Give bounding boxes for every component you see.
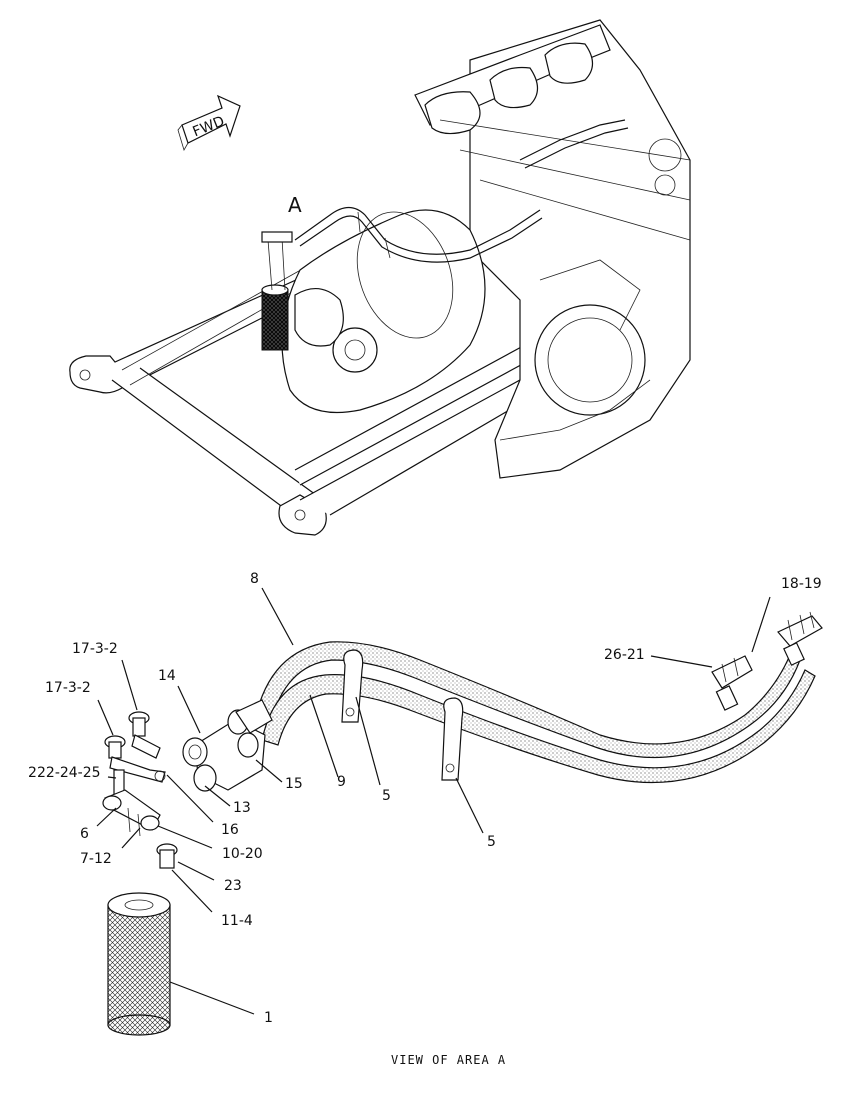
callout-17-3-2-lower: 17-3-2 [45,680,91,696]
callout-5-left: 5 [382,788,391,804]
callout-9: 9 [337,774,346,790]
filter-element-1 [107,892,171,1036]
callout-23: 23 [224,878,242,894]
transmission-housing [281,209,486,414]
callout-10-20: 10-20 [222,846,263,862]
fwd-arrow-icon: FWD [177,94,241,152]
elbow-fitting-17-3-2a [128,711,161,759]
fwd-label: FWD [191,113,227,140]
manifold-fitting-6-7-12 [102,789,161,837]
engine-assembly-illustration: FWD A [69,19,691,536]
engine-block [414,19,691,479]
leader-lines [96,587,771,1015]
callout-8: 8 [250,571,259,587]
callout-1: 1 [264,1010,273,1026]
callout-17-3-2-upper: 17-3-2 [72,641,118,657]
callout-5-right: 5 [487,834,496,850]
callout-16: 16 [221,822,239,838]
callout-14: 14 [158,668,176,684]
view-caption: VIEW OF AREA A [391,1053,506,1067]
engine-hoses [294,119,629,263]
callout-15: 15 [285,776,303,792]
callout-22-24-25: 22-24-25 [37,765,101,781]
hose-end-fitting-26-21 [711,655,753,711]
callout-2-truncated: 2 [28,765,37,781]
callout-13: 13 [233,800,251,816]
elbow-fitting-17-3-2b [104,735,166,783]
callout-7-12: 7-12 [80,851,112,867]
adapter-block-14-15 [182,699,273,792]
callout-11-4: 11-4 [221,913,253,929]
callout-labels: 8 18-19 17-3-2 14 26-21 17-3-2 2 22-24-2… [28,571,822,1026]
hose-9 [261,669,816,784]
callout-6: 6 [80,826,89,842]
plug-fitting-23 [156,843,178,869]
hose-clamp-5b [441,697,464,781]
callout-26-21: 26-21 [604,647,645,663]
hose-end-fitting-18-19 [777,611,823,666]
area-a-marker: A [288,193,302,217]
area-a-detail: 8 18-19 17-3-2 14 26-21 17-3-2 2 22-24-2… [28,571,823,1067]
filter-housing-small [261,231,293,351]
frame-rails [69,247,542,536]
callout-18-19: 18-19 [781,576,822,592]
